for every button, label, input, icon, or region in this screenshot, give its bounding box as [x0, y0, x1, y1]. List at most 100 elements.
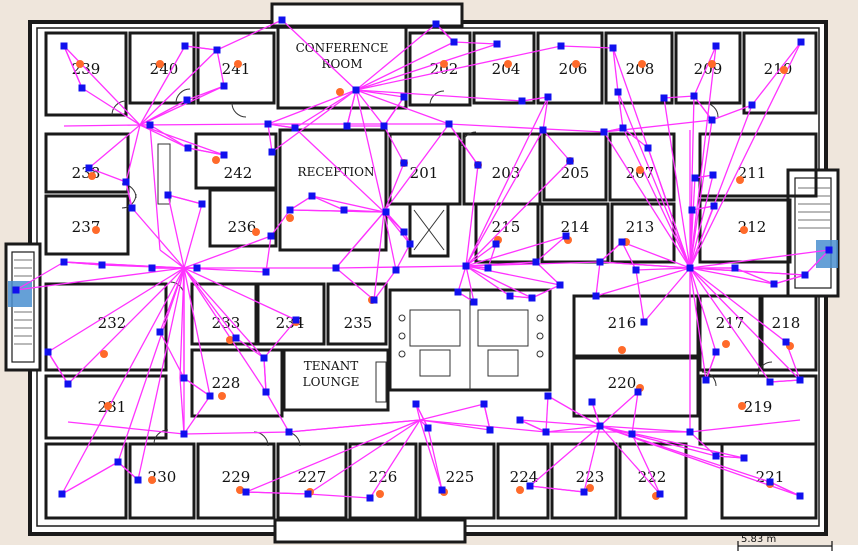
- graph-link: [183, 267, 211, 397]
- graph-link: [689, 419, 801, 433]
- graph-link: [63, 261, 185, 269]
- graph-node: [184, 144, 192, 152]
- room-label-229: 229: [222, 468, 251, 486]
- graph-node: [60, 42, 68, 50]
- room-label-217: 217: [716, 314, 745, 332]
- graph-node: [220, 82, 228, 90]
- graph-link: [689, 431, 717, 457]
- graph-link: [63, 45, 83, 89]
- graph-link: [355, 89, 523, 102]
- graph-node: [656, 490, 664, 498]
- graph-link: [63, 124, 141, 127]
- graph-node: [492, 240, 500, 248]
- graph-link: [689, 267, 775, 285]
- graph-node: [526, 482, 534, 490]
- graph-node: [267, 232, 275, 240]
- graph-link: [769, 481, 801, 497]
- graph-node: [291, 124, 299, 132]
- graph-node: [596, 422, 604, 430]
- graph-link: [487, 243, 497, 269]
- graph-link: [643, 267, 691, 323]
- graph-link: [289, 209, 385, 213]
- graph-link: [81, 87, 141, 126]
- graph-link: [465, 265, 533, 299]
- graph-link: [535, 261, 561, 286]
- graph-link: [267, 123, 296, 129]
- room-label-215: 215: [492, 218, 521, 236]
- graph-link: [117, 267, 185, 463]
- graph-nodes: [12, 16, 833, 502]
- graph-node: [770, 280, 778, 288]
- graph-link: [183, 377, 211, 397]
- graph-link: [689, 45, 717, 269]
- graph-node: [58, 490, 66, 498]
- room-label-216: 216: [608, 314, 637, 332]
- graph-node: [278, 16, 286, 24]
- room-label-203: 203: [492, 164, 521, 182]
- graph-link: [187, 147, 225, 156]
- graph-node: [286, 206, 294, 214]
- graph-link: [183, 267, 237, 339]
- graph-link: [245, 419, 421, 493]
- graph-node: [400, 93, 408, 101]
- graph-link: [183, 267, 265, 359]
- graph-link: [15, 261, 65, 291]
- room-label-221: 221: [756, 468, 785, 486]
- room-label-228: 228: [212, 374, 241, 392]
- graph-node: [544, 93, 552, 101]
- graph-link: [465, 265, 561, 286]
- graph-link: [663, 95, 695, 99]
- graph-link: [47, 267, 185, 353]
- graph-link: [689, 174, 714, 269]
- graph-link: [591, 401, 601, 427]
- graph-node: [557, 42, 565, 50]
- room-label-231: 231: [98, 398, 127, 416]
- graph-node: [710, 202, 718, 210]
- graph-link: [599, 261, 691, 269]
- room-label-220: 220: [608, 374, 637, 392]
- graph-link: [529, 425, 601, 487]
- graph-node: [740, 454, 748, 462]
- graph-node: [114, 458, 122, 466]
- graph-link: [88, 167, 127, 183]
- graph-node: [686, 428, 694, 436]
- graph-link: [294, 89, 357, 129]
- room-label-202: 202: [430, 60, 459, 78]
- graph-node: [400, 228, 408, 236]
- graph-link: [689, 267, 787, 343]
- target-point: [780, 66, 788, 74]
- graph-node: [285, 428, 293, 436]
- graph-node: [366, 494, 374, 502]
- graph-link: [617, 91, 691, 269]
- graph-link: [547, 395, 601, 427]
- target-point: [572, 60, 580, 68]
- graph-node: [292, 316, 300, 324]
- graph-node: [618, 238, 626, 246]
- graph-link: [311, 195, 345, 211]
- graph-link: [689, 119, 713, 269]
- graph-link: [689, 267, 707, 381]
- graph-node: [98, 261, 106, 269]
- graph-node: [801, 271, 809, 279]
- graph-node: [122, 178, 130, 186]
- room-label-lounge: LOUNGE: [303, 375, 360, 389]
- graph-link: [167, 194, 203, 205]
- graph-node: [340, 206, 348, 214]
- graph-node: [213, 46, 221, 54]
- graph-node: [600, 128, 608, 136]
- graph-link: [139, 124, 189, 149]
- graph-node: [438, 486, 446, 494]
- graph-link: [383, 96, 405, 127]
- graph-link: [595, 267, 691, 297]
- target-point: [336, 88, 344, 96]
- graph-node: [164, 191, 172, 199]
- graph-link: [583, 425, 601, 493]
- target-point: [76, 60, 84, 68]
- graph-link: [531, 284, 561, 299]
- graph-node: [156, 328, 164, 336]
- target-point: [586, 484, 594, 492]
- graph-link: [465, 160, 571, 267]
- graph-node: [660, 94, 668, 102]
- graph-node: [308, 192, 316, 200]
